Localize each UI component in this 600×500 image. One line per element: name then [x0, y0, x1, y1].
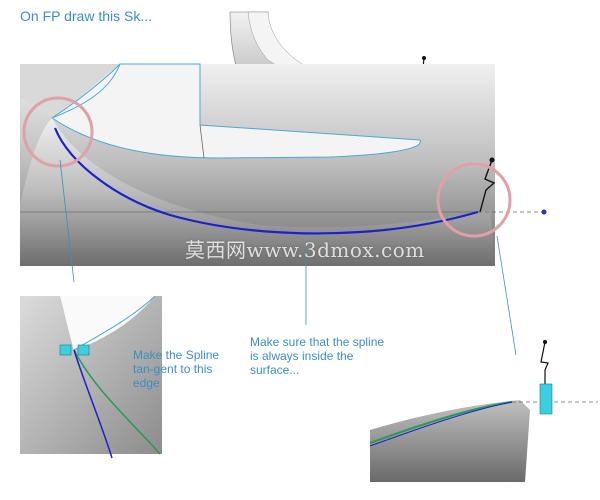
tangent-note: Make the Spline tan-gent to this edge [133, 348, 220, 390]
tangent-relation-icon [59, 344, 72, 356]
main-dimension-handle-icon [479, 159, 496, 213]
inset-end-dimension-handle-icon [540, 341, 549, 392]
coincident-relation-icon [77, 344, 90, 356]
inside-surface-note: Make sure that the spline is always insi… [250, 335, 385, 377]
highlight-circle-end [436, 162, 512, 238]
main-render [20, 63, 547, 266]
inset-end-detail [369, 340, 598, 482]
inner-groove-face [20, 118, 495, 266]
inset-end-spline [369, 401, 513, 444]
fin-top-edge [51, 63, 121, 119]
upper-fin-face [51, 63, 421, 159]
watermark-text: 莫西网www.3dmox.com [185, 238, 425, 262]
inset-guide-green [73, 349, 161, 455]
fillet-face [20, 64, 120, 118]
highlight-circle-start [22, 96, 94, 168]
leader-left [59, 159, 75, 283]
inset-spline [73, 349, 113, 459]
leader-right [496, 235, 517, 356]
relation-badge-icon [539, 383, 553, 415]
inset-tangent-detail [20, 295, 162, 459]
main-spline [53, 127, 479, 235]
instruction-title: On FP draw this Sk... [20, 8, 153, 24]
